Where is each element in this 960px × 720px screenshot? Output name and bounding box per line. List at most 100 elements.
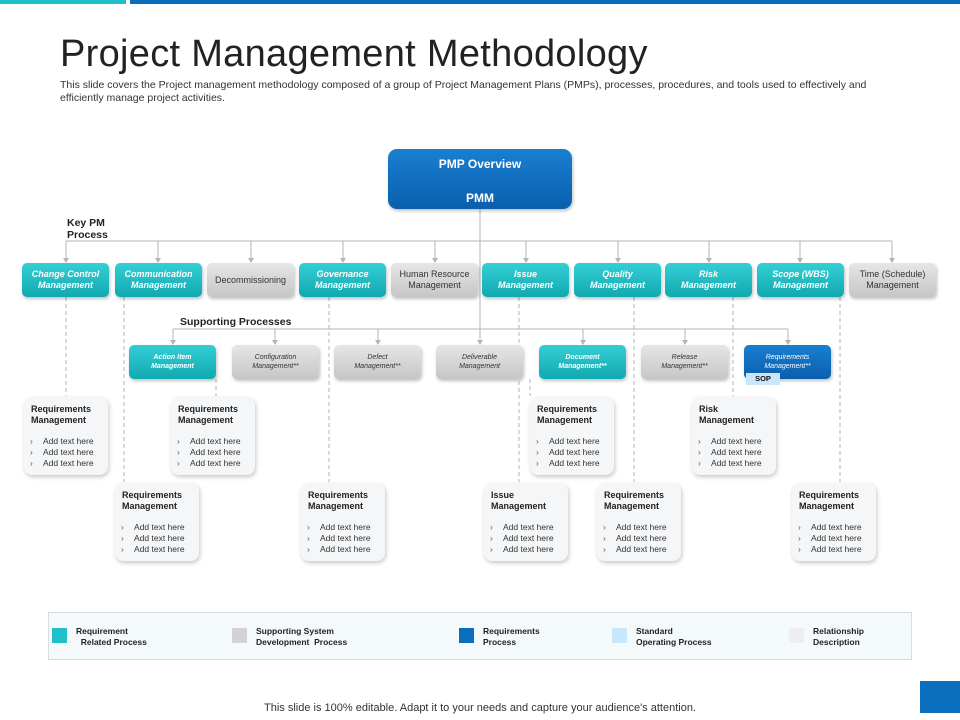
list-item-text: Add text here: [43, 458, 94, 468]
top-accent-bar-blue: [130, 0, 960, 4]
supporting-processes-label: Supporting Processes: [180, 316, 292, 328]
chevron-right-icon: ›: [30, 458, 33, 468]
chevron-right-icon: ›: [698, 458, 701, 468]
chevron-right-icon: ›: [30, 447, 33, 457]
list-item-text: Add text here: [549, 458, 600, 468]
legend-label: Requirements Process: [483, 626, 540, 647]
list-item-text: Add text here: [43, 436, 94, 446]
pmp-overview-label: PMP Overview: [438, 157, 522, 171]
key-process-box: Decommissioning: [207, 263, 294, 297]
chevron-right-icon: ›: [603, 522, 606, 532]
list-item: ›Add text here: [121, 544, 185, 555]
card-title: Requirements Management: [31, 404, 92, 425]
supporting-process-box: Deliverable Management: [436, 345, 523, 379]
list-item: ›Add text here: [490, 544, 554, 555]
list-item-text: Add text here: [616, 544, 667, 554]
list-item-text: Add text here: [616, 533, 667, 543]
list-item-text: Add text here: [503, 533, 554, 543]
slide-subtitle: This slide covers the Project management…: [60, 79, 867, 104]
detail-card: Requirements Management › Add text here › Ad…: [792, 483, 876, 561]
card-list: ›Add text here›Add text here›Add text he…: [121, 522, 185, 555]
chevron-right-icon: ›: [536, 458, 539, 468]
card-list: ›Add text here›Add text here›Add text he…: [490, 522, 554, 555]
legend-swatch: [789, 628, 804, 643]
supporting-process-box: Document Management**: [539, 345, 626, 379]
detail-card: Requirements Management › Add text here › Ad…: [530, 397, 614, 475]
list-item: › Add text here: [536, 458, 600, 469]
list-item: ›Add text here: [603, 544, 667, 555]
chevron-right-icon: ›: [536, 436, 539, 446]
list-item-text: Add text here: [190, 447, 241, 457]
key-pm-process-label: Key PM Process: [67, 217, 108, 241]
list-item: ›Add text here: [307, 533, 371, 544]
key-process-box: Change Control Management: [22, 263, 109, 297]
detail-card: Issue Management›Add text here›Add text …: [484, 483, 568, 561]
list-item-text: Add text here: [811, 533, 862, 543]
legend-label: Relationship Description: [813, 626, 865, 647]
supporting-process-box: Defect Management**: [334, 345, 421, 379]
legend-label: Standard Operating Process: [636, 626, 712, 647]
supporting-process-box: Configuration Management**: [232, 345, 319, 379]
list-item: › Add text here: [798, 533, 862, 544]
legend-swatch: [612, 628, 627, 643]
list-item: ›Add text here: [603, 522, 667, 533]
list-item: ›Add text here: [121, 533, 185, 544]
legend-swatch: [459, 628, 474, 643]
card-title: Requirements Management: [537, 404, 598, 425]
list-item-text: Add text here: [503, 544, 554, 554]
card-title: Requirements Management: [178, 404, 239, 425]
list-item-text: Add text here: [43, 447, 94, 457]
list-item: ›Add text here: [536, 436, 600, 447]
chevron-right-icon: ›: [798, 533, 801, 543]
card-title: Risk Management: [699, 404, 755, 425]
list-item-text: Add text here: [711, 447, 762, 457]
list-item: ›Add text here: [177, 458, 241, 469]
key-process-box: Quality Management: [574, 263, 661, 297]
chevron-right-icon: ›: [307, 522, 310, 532]
list-item: ›Add text here: [603, 533, 667, 544]
chevron-right-icon: ›: [798, 544, 801, 554]
list-item-text: Add text here: [190, 436, 241, 446]
chevron-right-icon: ›: [307, 533, 310, 543]
detail-card: Requirements Management›Add text here›Ad…: [301, 483, 385, 561]
legend-label: Supporting System Development Process: [256, 626, 348, 647]
list-item-text: Add text here: [811, 544, 862, 554]
card-list: › Add text here › Add text here › Add text he…: [30, 436, 94, 469]
list-item-text: Add text here: [134, 544, 185, 554]
list-item: ›Add text here: [307, 522, 371, 533]
list-item-text: Add text here: [549, 447, 600, 457]
chevron-right-icon: ›: [490, 533, 493, 543]
card-title: Requirements Management: [122, 490, 183, 511]
list-item: › Add text here: [536, 447, 600, 458]
chevron-right-icon: ›: [698, 436, 701, 446]
card-title: Requirements Management: [799, 490, 860, 511]
list-item: › Add text here: [30, 436, 94, 447]
chevron-right-icon: ›: [536, 447, 539, 457]
key-process-box: Issue Management: [482, 263, 569, 297]
slide-title: Project Management Methodology: [60, 33, 648, 75]
footer-note: This slide is 100% editable. Adapt it to…: [264, 702, 696, 714]
chevron-right-icon: ›: [490, 522, 493, 532]
detail-card: Requirements Management›Add text here›Ad…: [115, 483, 199, 561]
list-item-text: Add text here: [503, 522, 554, 532]
list-item: › Add text here: [490, 533, 554, 544]
list-item: ›Add text here: [698, 447, 762, 458]
card-list: ›Add text here›Add text here›Add text he…: [603, 522, 667, 555]
chevron-right-icon: ›: [121, 522, 124, 532]
key-process-box: Risk Management: [665, 263, 752, 297]
legend-label: Requirement Related Process: [76, 626, 147, 647]
list-item: › Add text here: [177, 436, 241, 447]
list-item: › Add text here: [490, 522, 554, 533]
chevron-right-icon: ›: [30, 436, 33, 446]
chevron-right-icon: ›: [307, 544, 310, 554]
list-item: ›Add text here: [798, 522, 862, 533]
legend-swatch: [232, 628, 247, 643]
card-list: ›Add text here›Add text here›Add text he…: [798, 522, 862, 555]
chevron-right-icon: ›: [177, 436, 180, 446]
key-process-box: Scope (WBS) Management: [757, 263, 844, 297]
chevron-right-icon: ›: [177, 458, 180, 468]
list-item-text: Add text here: [134, 522, 185, 532]
list-item-text: Add text here: [711, 458, 762, 468]
list-item: › Add text here: [798, 544, 862, 555]
